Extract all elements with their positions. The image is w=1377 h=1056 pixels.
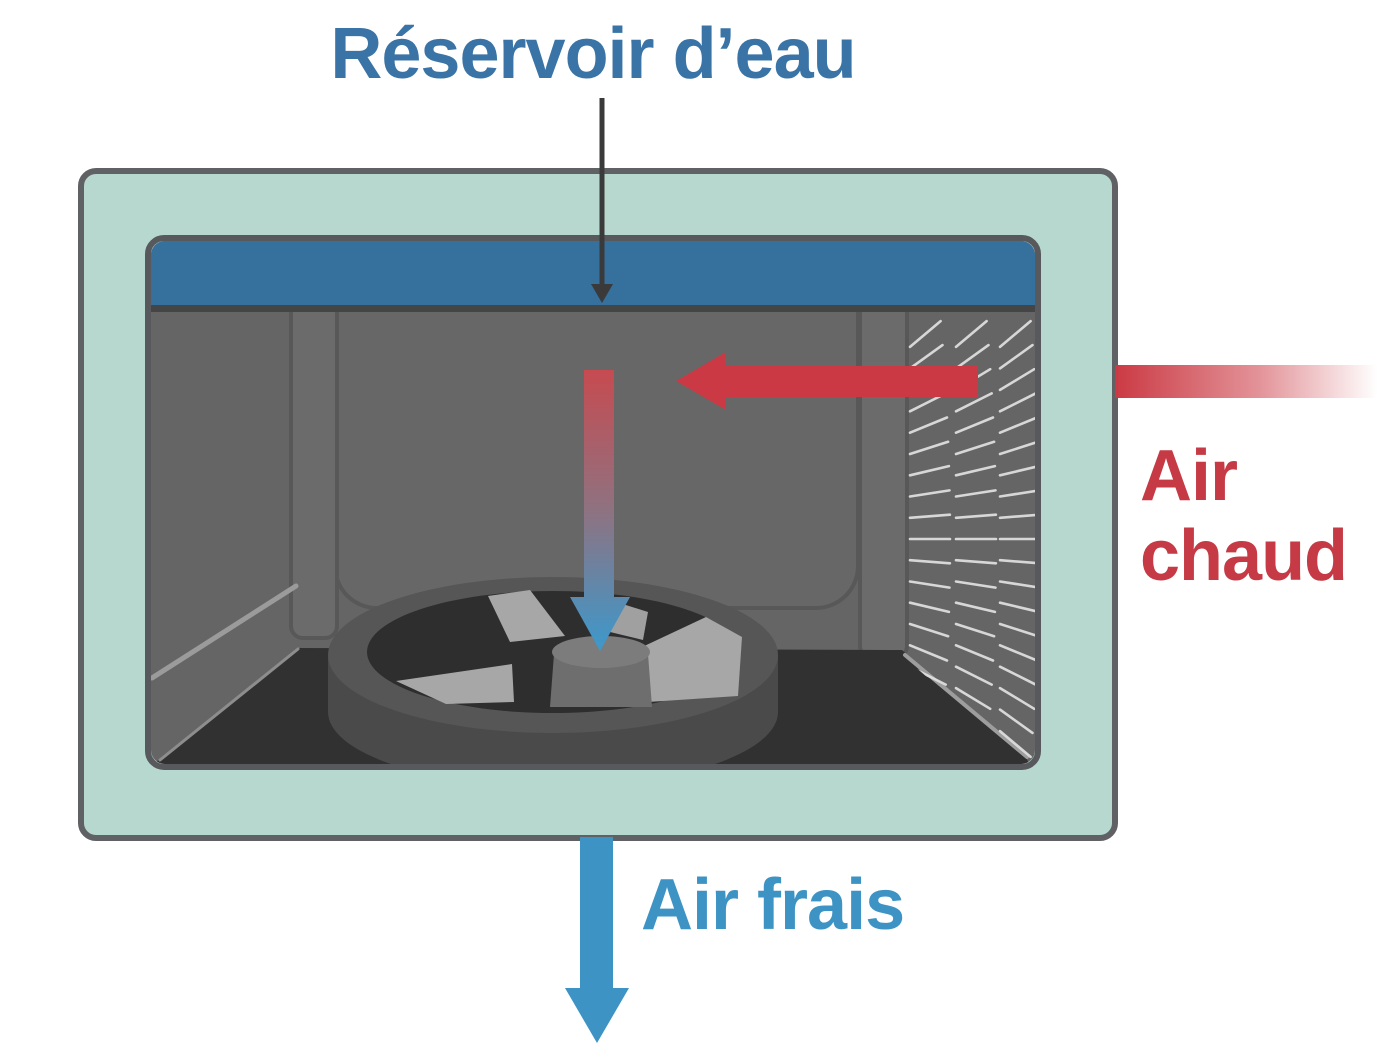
grille-slat [954, 464, 997, 477]
fan-hub-body [550, 654, 652, 707]
grille-slat [908, 558, 952, 565]
fan-blade-right [640, 617, 742, 702]
grille-slat [998, 440, 1035, 456]
grille-slat [908, 489, 951, 498]
grille-slat [954, 622, 996, 638]
grille-slat [954, 558, 998, 565]
floor-edge-left [158, 647, 300, 762]
grille-slat [998, 665, 1035, 686]
grille-slat [954, 392, 994, 413]
grille-slat [954, 643, 995, 662]
grille-slat [908, 622, 950, 638]
grille-slat [954, 686, 992, 711]
grille-slat [954, 489, 997, 498]
grille-slat [908, 440, 950, 456]
floor-edge-right [903, 653, 1029, 759]
grille-slat [908, 319, 942, 349]
fresh-air-outflow-arrow [565, 837, 629, 1043]
grille-slat [954, 601, 997, 614]
grille-slat [908, 643, 949, 662]
grille-slat [908, 464, 951, 477]
grille-slat [998, 686, 1035, 711]
grille-slat [998, 708, 1034, 735]
hot-air-label: Air chaud [1140, 436, 1348, 596]
fresh-air-label: Air frais [641, 865, 905, 945]
grille-slat [908, 343, 944, 370]
grille-slat [908, 601, 951, 614]
grille-slat [998, 513, 1035, 520]
grille-slat [998, 558, 1035, 565]
fan-blade-left [396, 664, 514, 704]
grille-slat [954, 440, 996, 456]
grille-slat [998, 319, 1032, 349]
grille-slat [998, 416, 1035, 435]
hot-air-arrow [676, 352, 978, 410]
grille-slat [998, 367, 1035, 392]
grille-slat [998, 343, 1034, 370]
grille-slat [998, 729, 1032, 759]
grille-slat [998, 601, 1035, 614]
grille-slat [998, 622, 1035, 638]
grille-slat [954, 343, 990, 370]
reservoir-label: Réservoir d’eau [330, 14, 856, 94]
grille-slat [998, 580, 1035, 589]
fan-hub-top [552, 636, 650, 668]
fan-blade-top [488, 590, 565, 642]
cooler-opening-frame [145, 235, 1041, 770]
grille-slat [954, 416, 995, 435]
grille-slat [954, 580, 997, 589]
water-reservoir-bar [151, 241, 1035, 307]
grille-slat [954, 665, 994, 686]
wall-highlight-line [151, 583, 299, 681]
hot-air-inflow-arrow [1115, 365, 1377, 398]
grille-slat [908, 416, 949, 435]
fan [328, 577, 778, 764]
grille-slat [908, 513, 952, 520]
water-reservoir-edge [151, 305, 1035, 312]
grille-slat [998, 643, 1035, 662]
grille-slat [998, 489, 1035, 498]
grille-slat [998, 464, 1035, 477]
mixing-airflow-arrow [570, 370, 630, 651]
grille-slat [998, 392, 1035, 413]
grille-slat [954, 319, 988, 349]
reservoir-pointer-arrow [591, 98, 613, 303]
grille-slat [908, 580, 951, 589]
grille-slat [954, 513, 998, 520]
